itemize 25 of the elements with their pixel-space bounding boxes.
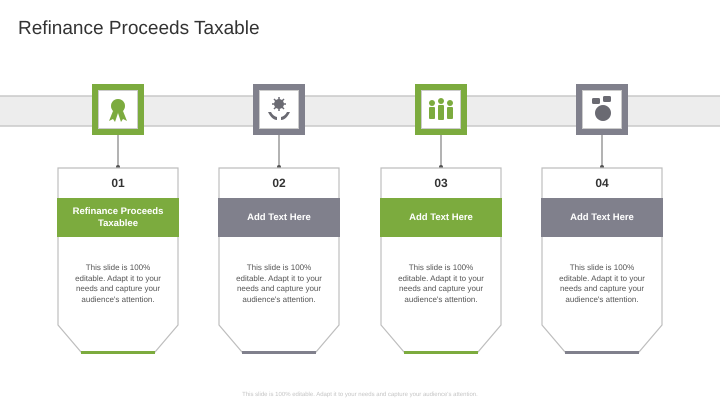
description-text: This slide is 100% editable. Adapt it to your needs and capture your audience's attention.: [558, 263, 646, 305]
connector-line: [277, 134, 281, 169]
icon-frame: [576, 84, 628, 135]
icon-frame: [92, 84, 144, 135]
header-band: Add Text Here: [541, 198, 663, 237]
title: Refinance Proceeds Taxable: [18, 18, 260, 40]
header-band: Add Text Here: [218, 198, 340, 237]
connector-line: [116, 134, 120, 169]
step-number: 03: [433, 176, 449, 190]
icon-frame: [253, 84, 305, 135]
description-text: This slide is 100% editable. Adapt it to your needs and capture your audience's attention.: [235, 263, 323, 305]
description-text: This slide is 100% editable. Adapt it to your needs and capture your audience's attention.: [397, 263, 485, 305]
step-number: 01: [110, 176, 126, 190]
step-number: 02: [271, 176, 287, 190]
description-text: This slide is 100% editable. Adapt it to your needs and capture your audience's attention.: [74, 263, 162, 305]
step-card: [380, 167, 502, 355]
step-number: 04: [594, 176, 610, 190]
connector-line: [439, 134, 443, 169]
header-band: Add Text Here: [380, 198, 502, 237]
step-card: [218, 167, 340, 355]
connector-line: [600, 134, 604, 169]
step-card: [57, 167, 179, 355]
step-card: [541, 167, 663, 355]
icon-frame: [415, 84, 467, 135]
header-band: Refinance Proceeds Taxablee: [57, 198, 179, 237]
